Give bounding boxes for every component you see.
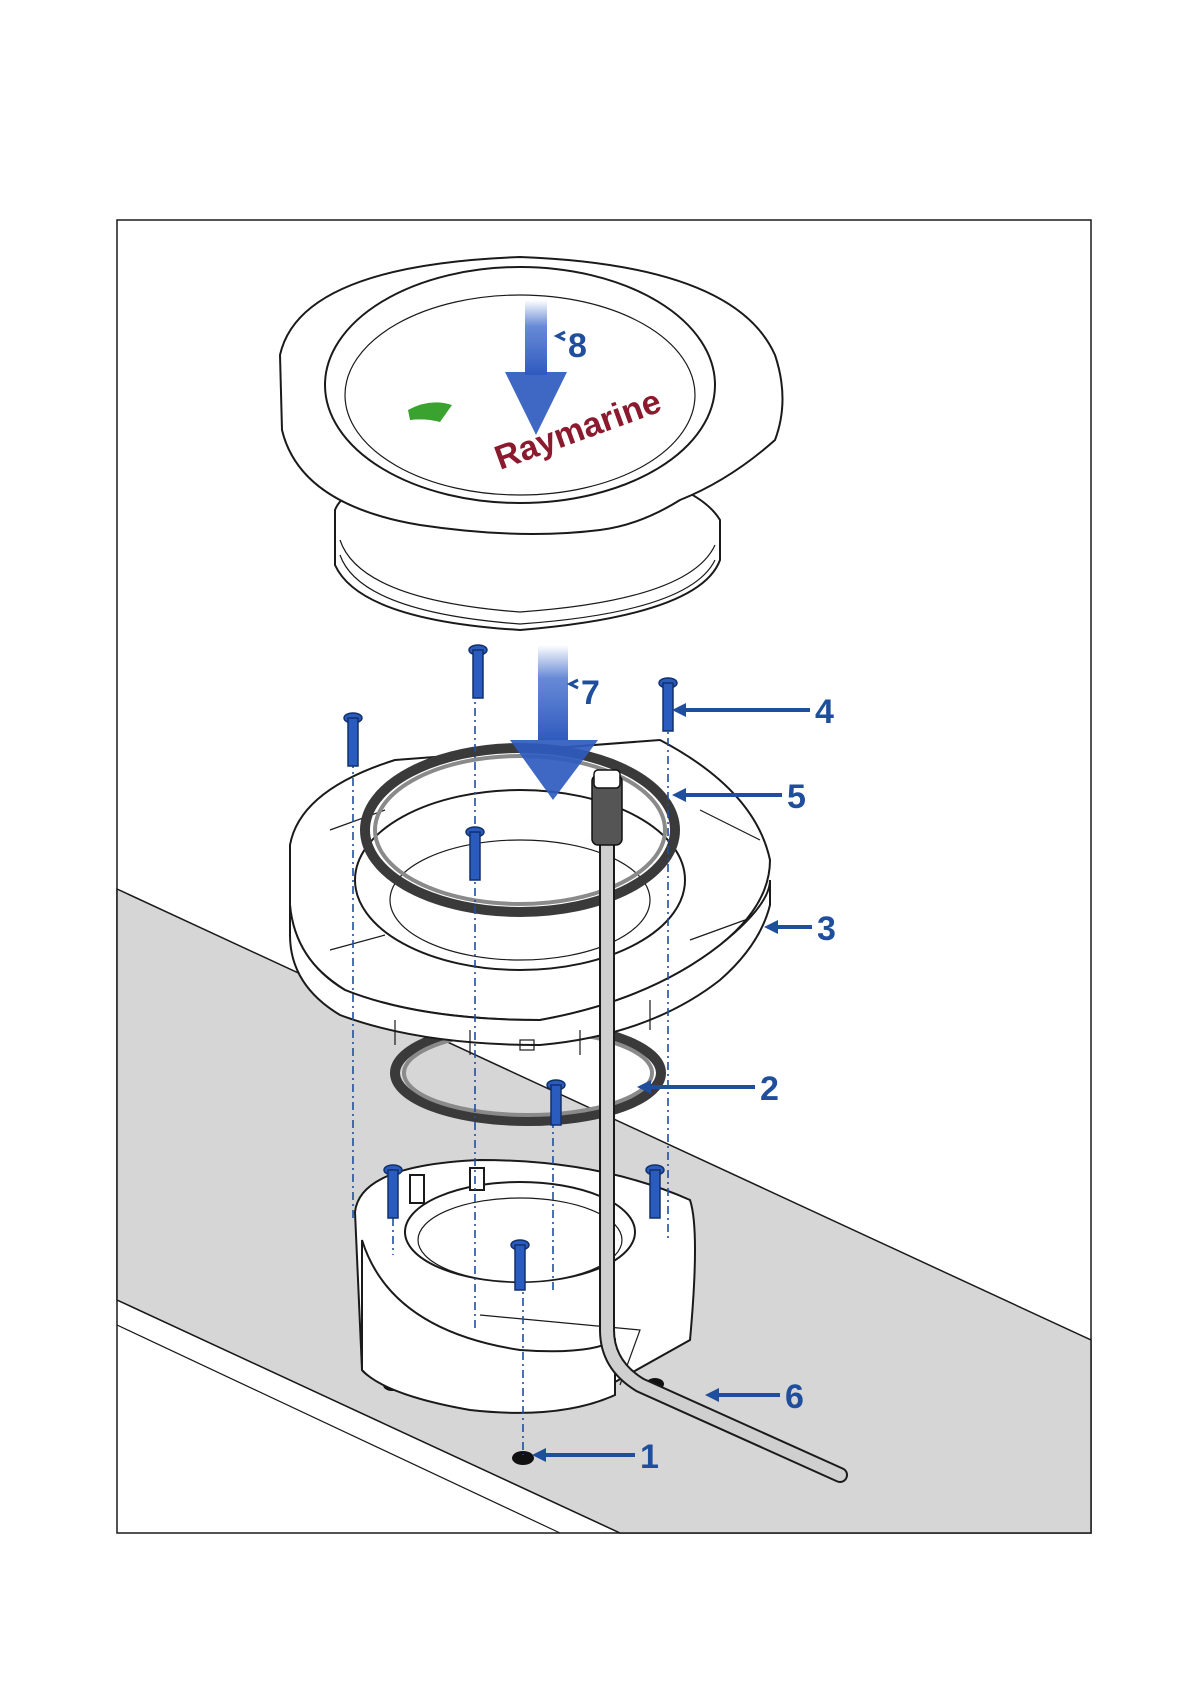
- callout-4-label: 4: [815, 693, 834, 731]
- callout-3-label: 3: [817, 910, 836, 948]
- arrow-8-label: 8: [568, 327, 587, 365]
- callout-1-label: 1: [640, 1438, 659, 1476]
- callout-5-label: 5: [787, 778, 806, 816]
- arrow-7-label: 7: [581, 674, 600, 712]
- callout-2-label: 2: [760, 1070, 779, 1108]
- callout-6-label: 6: [785, 1378, 804, 1416]
